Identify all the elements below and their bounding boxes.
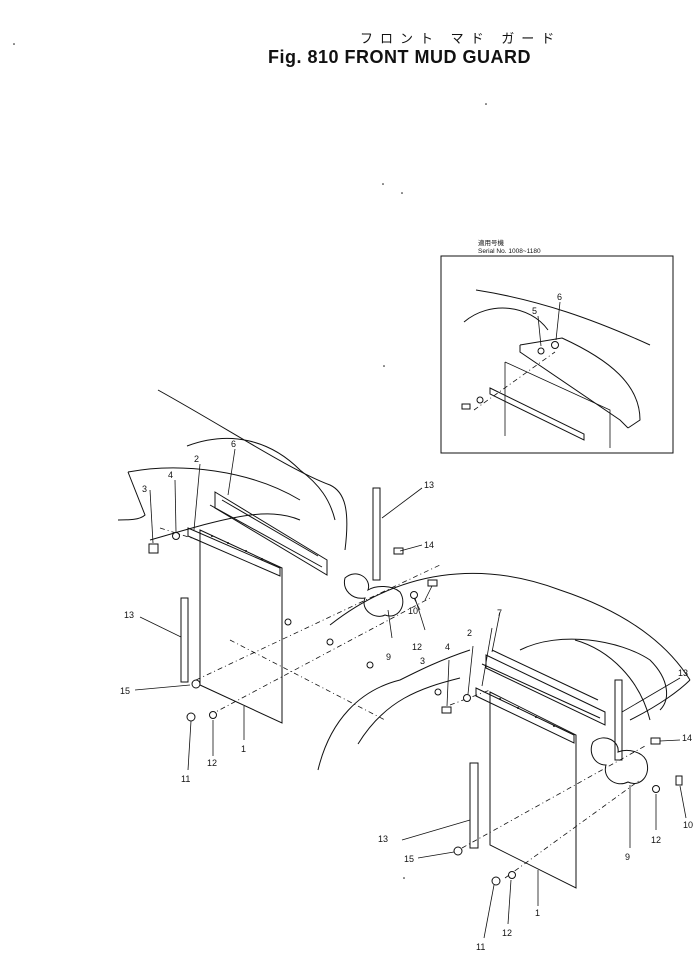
left-callouts: 3 4 2 6 13 14 10 12 9 13 15 11 12 1 [120,439,434,784]
callout-13: 13 [378,834,388,844]
callout-13: 13 [678,668,688,678]
bolt-icon [427,579,438,587]
right-strip-13 [469,679,623,849]
callout-2: 2 [194,454,199,464]
nut-icon [191,679,201,689]
right-mud-flap-1 [475,687,577,889]
bolt-icon [393,547,404,555]
callout-14: 14 [682,733,692,743]
left-fasteners [148,532,442,722]
washer-icon [463,694,471,702]
callout-11: 11 [476,942,485,952]
inset-caption-japanese: 適用号機 [478,240,504,247]
scan-specks [13,43,487,879]
left-mud-flap-1 [187,527,283,724]
callout-12: 12 [651,835,661,845]
callout-7: 7 [497,608,502,618]
callout-4: 4 [168,470,173,480]
callout-9: 9 [386,652,391,662]
bolt-icon [148,543,159,554]
inset-washer-icon [537,347,545,355]
inset-caption-serial: Serial No. 1008~1180 [478,248,541,255]
callout-12: 12 [502,928,512,938]
inset-callout-5: 5 [532,306,537,316]
washer-icon [172,532,180,540]
callout-9: 9 [625,852,630,862]
title-japanese: フロント マド ガード [360,31,562,46]
callout-11: 11 [181,774,190,784]
inset-bolt-icon [461,403,471,410]
left-plate-9 [343,573,404,617]
nut-icon [186,712,196,722]
nut-icon [453,846,463,856]
right-bracket-7 [481,649,606,726]
right-dash-lines [449,689,646,879]
right-plate-9 [590,737,648,785]
figure-title: Fig. 810 FRONT MUD GUARD [268,47,532,67]
callout-12: 12 [207,758,217,768]
right-leader-lines [401,611,687,939]
callout-10: 10 [683,820,693,830]
callout-15: 15 [120,686,130,696]
bolt-icon [441,706,452,714]
callout-1: 1 [241,744,246,754]
washer-icon [508,871,516,879]
callout-14: 14 [424,540,434,550]
bolt-icon [650,737,661,745]
callout-3: 3 [420,656,425,666]
callout-15: 15 [404,854,414,864]
washer-icon [209,711,217,719]
inset-callout-6: 6 [557,292,562,302]
callout-4: 4 [445,642,450,652]
callout-12: 12 [412,642,422,652]
right-callouts: 3 4 2 7 13 14 10 12 9 13 15 11 12 1 [378,608,693,952]
left-dash-lines [159,527,441,721]
right-fasteners [441,694,683,886]
callout-3: 3 [142,484,147,494]
right-fender-outline [317,572,691,771]
inset-panel: 5 6 [440,255,674,454]
inset-nut-icon [551,341,559,349]
callout-1: 1 [535,908,540,918]
left-leader-lines [134,448,433,771]
washer-icon [652,785,660,793]
callout-13: 13 [124,610,134,620]
callout-2: 2 [467,628,472,638]
callout-13: 13 [424,480,434,490]
callout-6: 6 [231,439,236,449]
bolt-icon [675,775,683,786]
washer-icon [410,591,418,599]
left-strip-13 [180,487,381,683]
callout-10: 10 [408,606,418,616]
nut-icon [491,876,501,886]
left-bracket-6 [209,491,328,576]
inset-washer-icon [476,396,484,404]
